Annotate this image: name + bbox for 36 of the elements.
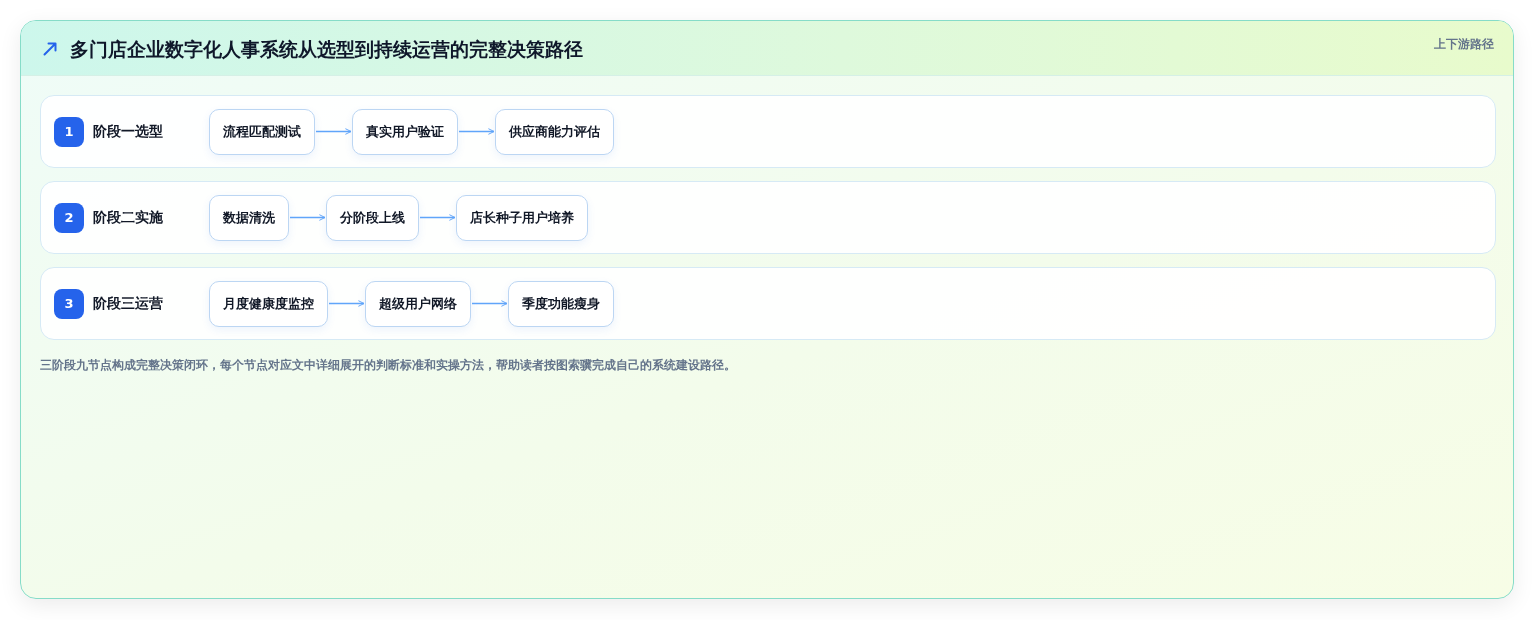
arrow xyxy=(315,128,352,135)
path-label: 上下游路径 xyxy=(1434,36,1494,53)
step-label: 季度功能瘦身 xyxy=(522,294,600,313)
step-box xyxy=(209,108,315,155)
step-box xyxy=(456,194,588,241)
step-box xyxy=(508,280,614,327)
step-box xyxy=(352,108,458,155)
arrow xyxy=(289,214,326,221)
step-box xyxy=(495,108,614,155)
stage-row xyxy=(40,267,1496,340)
step-label: 流程匹配测试 xyxy=(223,122,301,141)
stage-number: 2 xyxy=(54,202,84,233)
stage-number: 1 xyxy=(54,116,84,147)
stage-title: 阶段三运营 xyxy=(93,294,164,313)
stage-row xyxy=(40,181,1496,254)
stage-title: 阶段一选型 xyxy=(93,122,164,141)
stage-row xyxy=(40,95,1496,168)
step-label: 数据清洗 xyxy=(223,208,275,227)
step-box xyxy=(365,280,471,327)
arrow xyxy=(458,128,495,135)
step-label: 月度健康度监控 xyxy=(223,294,314,313)
step-box xyxy=(209,280,328,327)
step-box xyxy=(326,194,419,241)
arrow xyxy=(328,300,365,307)
stage-title: 阶段二实施 xyxy=(93,208,164,227)
stage-number: 3 xyxy=(54,288,84,319)
step-box xyxy=(209,194,289,241)
arrow xyxy=(419,214,456,221)
caption: 三阶段九节点构成完整决策闭环，每个节点对应文中详细展开的判断标准和实操方法，帮助读者按图索骥完成自己的系统建设路径。 xyxy=(40,357,736,374)
step-label: 真实用户验证 xyxy=(366,122,444,141)
step-label: 分阶段上线 xyxy=(340,208,405,227)
step-label: 供应商能力评估 xyxy=(509,122,600,141)
step-label: 超级用户网络 xyxy=(379,294,457,313)
diagram-title: 多门店企业数字化人事系统从选型到持续运营的完整决策路径 xyxy=(70,37,583,62)
step-label: 店长种子用户培养 xyxy=(470,208,574,227)
arrow xyxy=(471,300,508,307)
